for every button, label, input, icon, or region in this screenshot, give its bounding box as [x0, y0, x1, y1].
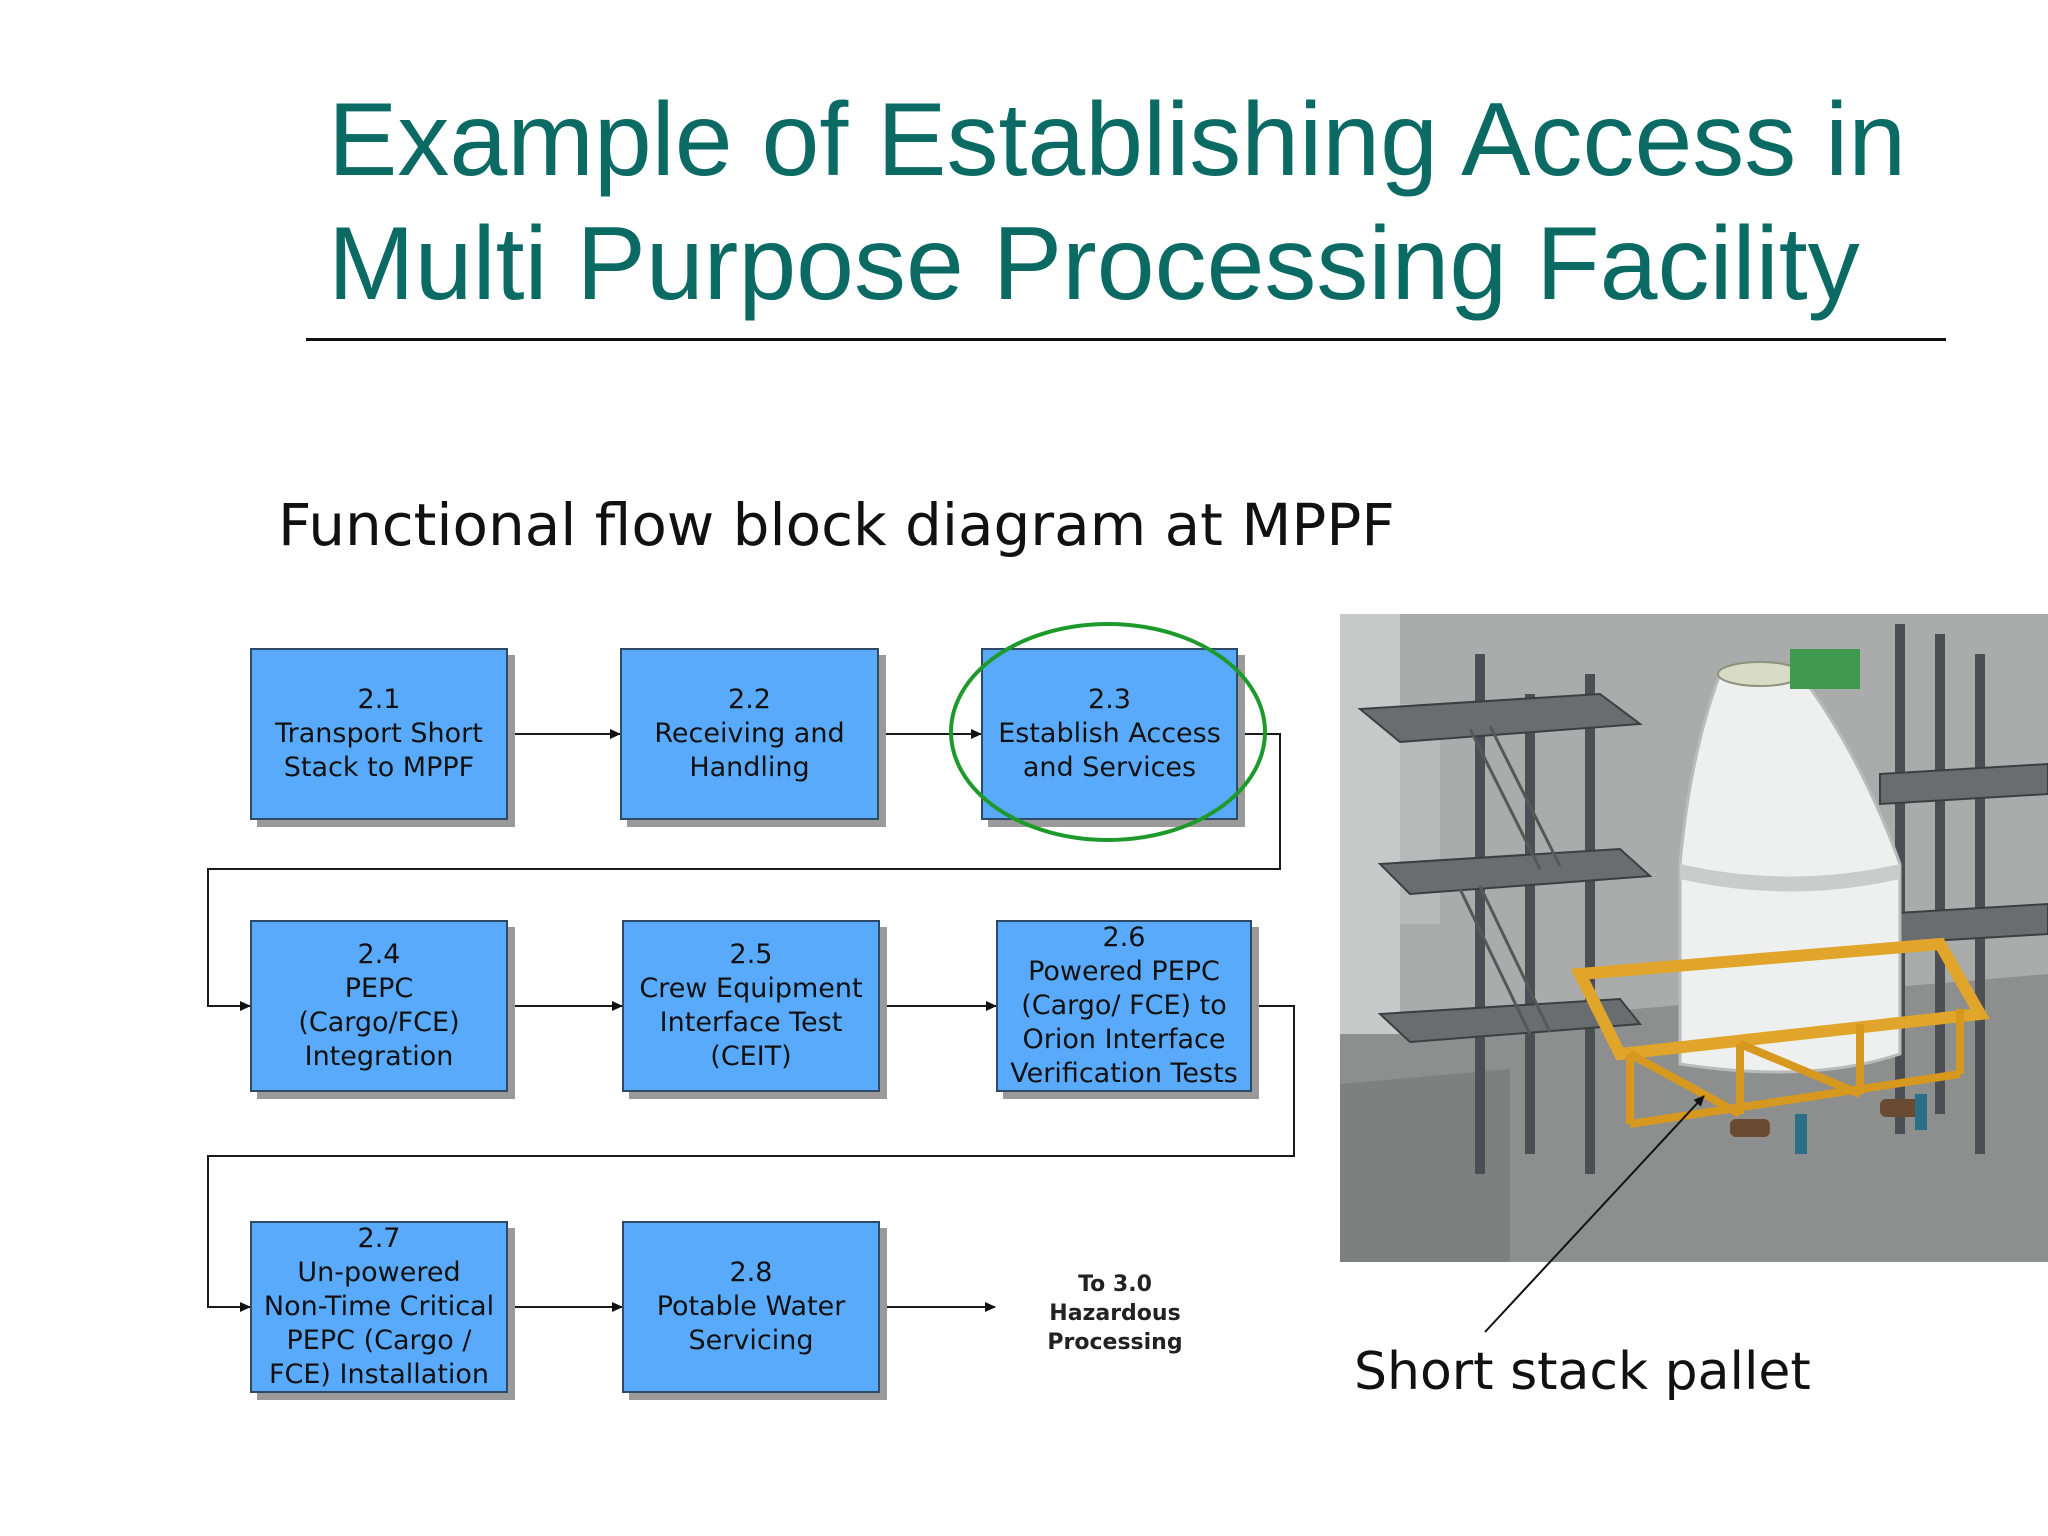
illustration-caption: Short stack pallet: [1354, 1342, 1811, 1402]
scene-floor-panel: [1340, 1069, 1510, 1262]
block-line: PEPC: [344, 973, 414, 1004]
flow-block-2-7: 2.7 Un-powered Non-Time Critical PEPC (C…: [250, 1221, 508, 1393]
slide-title-line-1: Example of Establishing Access in: [328, 82, 1907, 198]
green-equipment: [1790, 649, 1860, 689]
block-line: PEPC (Cargo /: [286, 1325, 472, 1356]
flow-terminal-label: To 3.0 Hazardous Processing: [1030, 1270, 1200, 1357]
mppf-facility-illustration: [1340, 614, 2048, 1262]
flow-block-2-6: 2.6 Powered PEPC (Cargo/ FCE) to Orion I…: [996, 920, 1252, 1092]
block-line: 2.2: [728, 684, 771, 715]
block-line: Handling: [689, 752, 810, 783]
tower-platforms: [1357, 692, 1653, 1044]
block-line: Non-Time Critical: [263, 1291, 495, 1322]
terminal-line: Hazardous: [1049, 1301, 1181, 1326]
flow-block-2-2: 2.2 Receiving and Handling: [620, 648, 879, 820]
capsule-heat-shield-band: [1680, 864, 1900, 892]
terminal-line: Processing: [1047, 1330, 1183, 1355]
flow-block-2-1: 2.1 Transport Short Stack to MPPF: [250, 648, 508, 820]
flow-block-2-8: 2.8 Potable Water Servicing: [622, 1221, 880, 1393]
orion-capsule: [1678, 672, 1902, 1074]
access-tower-left: [1475, 654, 1595, 1174]
block-line: FCE) Installation: [268, 1359, 490, 1390]
block-line: 2.8: [729, 1257, 773, 1288]
block-line: Transport Short: [275, 718, 483, 749]
flow-block-2-5: 2.5 Crew Equipment Interface Test (CEIT): [622, 920, 880, 1092]
block-line: Powered PEPC: [1028, 956, 1220, 987]
block-line: Integration: [304, 1041, 454, 1072]
terminal-line: To 3.0: [1078, 1272, 1152, 1297]
pallet-wheels: [1730, 1099, 1920, 1137]
caption-pointer: [1484, 1095, 1705, 1333]
block-line: Receiving and: [654, 718, 845, 749]
block-line: 2.5: [729, 939, 773, 970]
title-divider: [306, 338, 1946, 341]
stairway: [1458, 725, 1562, 1035]
block-line: Stack to MPPF: [283, 752, 475, 783]
technician-figures: [1795, 1094, 1927, 1154]
block-line: 2.4: [357, 939, 401, 970]
block-line: Crew Equipment: [639, 973, 863, 1004]
block-line: 2.6: [1102, 922, 1146, 953]
block-line: Verification Tests: [1010, 1058, 1238, 1089]
flow-block-2-4: 2.4 PEPC (Cargo/FCE) Integration: [250, 920, 508, 1092]
block-line: 2.1: [357, 684, 401, 715]
arrow-2-3-to-2-4: [207, 733, 1281, 1011]
block-line: 2.7: [357, 1223, 401, 1254]
block-line: (Cargo/FCE): [298, 1007, 460, 1038]
block-line: Servicing: [688, 1325, 814, 1356]
block-line: Orion Interface: [1022, 1024, 1226, 1055]
slide-title: Example of Establishing Access in Multi …: [328, 78, 1968, 326]
block-line: Interface Test: [659, 1007, 843, 1038]
scene-wall-panel: [1340, 614, 1400, 1034]
block-line: Potable Water: [656, 1291, 846, 1322]
slide-title-line-2: Multi Purpose Processing Facility: [328, 206, 1860, 322]
block-line: Un-powered: [297, 1257, 461, 1288]
slide-subtitle: Functional flow block diagram at MPPF: [278, 491, 1395, 559]
block-line: (CEIT): [710, 1041, 792, 1072]
arrow-2-6-to-2-7: [207, 1005, 1295, 1312]
block-line: (Cargo/ FCE) to: [1021, 990, 1227, 1021]
pallet-truss: [1626, 1009, 1964, 1128]
short-stack-pallet: [1570, 937, 1990, 1061]
